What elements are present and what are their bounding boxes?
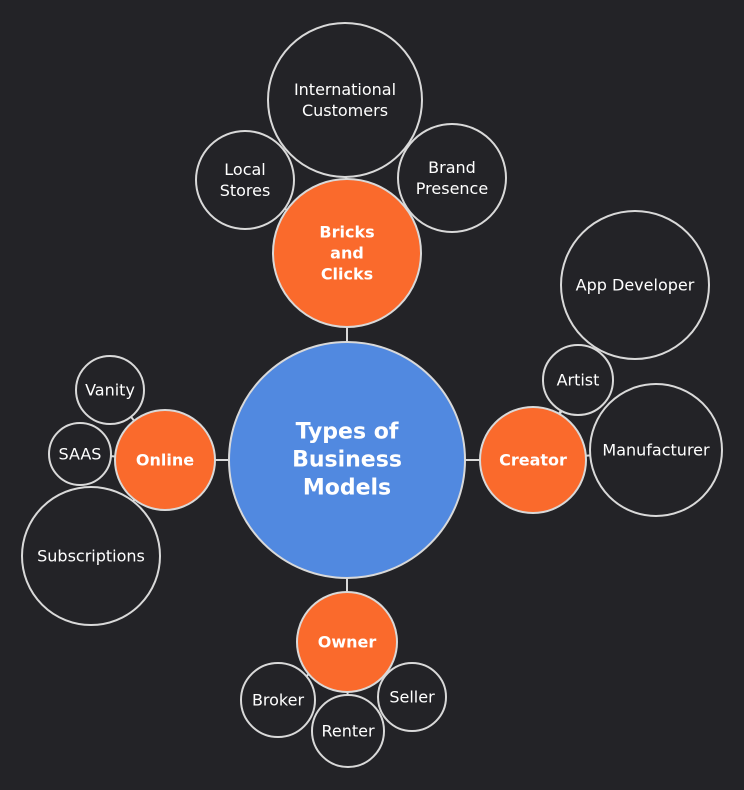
- leaf-circle-artist: [542, 344, 614, 416]
- leaf-node-seller: Seller: [377, 662, 447, 732]
- leaf-label-saas: SAAS: [59, 445, 102, 464]
- center-label-center: Models: [303, 476, 391, 501]
- leaf-label-seller: Seller: [389, 688, 435, 707]
- leaf-label-vanity: Vanity: [85, 381, 135, 400]
- leaf-circle-subscriptions: [21, 486, 161, 626]
- leaf-label-broker: Broker: [252, 691, 305, 710]
- leaf-node-broker: Broker: [240, 662, 316, 738]
- category-circle-online: [114, 409, 216, 511]
- category-node-online: Online: [114, 409, 216, 511]
- leaf-node-vanity: Vanity: [75, 355, 145, 425]
- category-circle-creator: [479, 406, 587, 514]
- leaf-label-local: Local: [224, 160, 265, 179]
- leaf-circle-appdev: [560, 210, 710, 360]
- leaf-circle-renter: [311, 694, 385, 768]
- leaf-label-appdev: App Developer: [576, 276, 695, 295]
- category-node-creator: Creator: [479, 406, 587, 514]
- category-label-creator: Creator: [499, 451, 567, 470]
- category-label-bricks: and: [330, 244, 364, 263]
- category-label-bricks: Bricks: [319, 223, 374, 242]
- leaf-label-international: Customers: [302, 101, 388, 120]
- category-label-owner: Owner: [318, 633, 377, 652]
- leaf-label-brand: Brand: [428, 158, 476, 177]
- category-circle-owner: [296, 591, 398, 693]
- category-node-owner: Owner: [296, 591, 398, 693]
- leaf-label-artist: Artist: [557, 371, 600, 390]
- leaf-label-manufacturer: Manufacturer: [602, 441, 710, 460]
- leaf-node-subscriptions: Subscriptions: [21, 486, 161, 626]
- center-label-center: Business: [292, 448, 402, 473]
- leaf-circle-brand: [397, 123, 507, 233]
- center-circle-center: [228, 341, 466, 579]
- leaf-circle-international: [267, 22, 423, 178]
- leaf-node-artist: Artist: [542, 344, 614, 416]
- leaf-circle-local: [195, 130, 295, 230]
- leaf-node-manufacturer: Manufacturer: [589, 383, 723, 517]
- leaf-circle-broker: [240, 662, 316, 738]
- leaf-label-brand: Presence: [416, 179, 488, 198]
- leaf-label-subscriptions: Subscriptions: [37, 547, 145, 566]
- leaf-node-appdev: App Developer: [560, 210, 710, 360]
- leaf-circle-manufacturer: [589, 383, 723, 517]
- leaf-circle-seller: [377, 662, 447, 732]
- leaf-label-international: International: [294, 80, 396, 99]
- leaf-label-renter: Renter: [321, 722, 375, 741]
- leaf-circle-vanity: [75, 355, 145, 425]
- leaf-circle-saas: [48, 422, 112, 486]
- leaf-label-local: Stores: [220, 181, 271, 200]
- center-label-center: Types of: [296, 420, 399, 445]
- category-circle-bricks: [272, 178, 422, 328]
- leaf-node-saas: SAAS: [48, 422, 112, 486]
- category-label-bricks: Clicks: [321, 265, 373, 284]
- category-label-online: Online: [136, 451, 194, 470]
- leaf-node-renter: Renter: [311, 694, 385, 768]
